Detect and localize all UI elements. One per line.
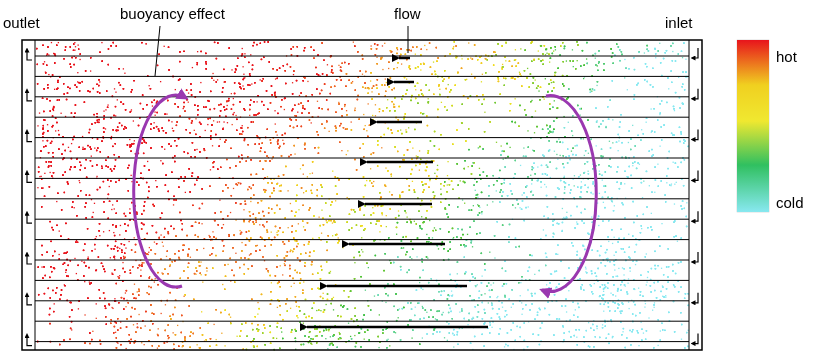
legend-text: hot	[776, 48, 797, 66]
lane-line	[35, 76, 689, 77]
outlet-arrow	[27, 50, 32, 60]
legend-text: cold	[776, 194, 804, 212]
outlet-arrow	[27, 254, 32, 264]
flow-arrow	[367, 161, 433, 164]
inlet-arrow	[693, 170, 698, 180]
lane-line	[35, 96, 689, 97]
outlet-arrow	[27, 213, 32, 223]
lane-line	[35, 321, 689, 322]
outlet-arrow	[27, 172, 32, 182]
flow-arrow	[377, 121, 422, 124]
lane-line	[35, 117, 689, 118]
outlet-arrow	[27, 91, 32, 101]
flow-arrow	[349, 243, 445, 246]
inlet-arrow	[693, 130, 698, 140]
flow-arrow	[399, 57, 410, 60]
flow-arrow	[327, 285, 467, 288]
inlet-arrow	[693, 252, 698, 262]
callout-label: flow	[394, 5, 421, 23]
outlet-arrow	[27, 295, 32, 305]
lane-line	[35, 158, 689, 159]
outlet-arrow	[27, 336, 32, 346]
outlet-arrow	[27, 132, 32, 142]
port-label: outlet	[3, 14, 40, 32]
lane-line	[35, 300, 689, 301]
flow-arrow	[394, 81, 414, 84]
lane-line	[35, 341, 689, 342]
flow-arrow	[307, 326, 488, 329]
flow-arrow	[365, 203, 432, 206]
callout-label: buoyancy effect	[120, 5, 225, 23]
lane-line	[35, 260, 689, 261]
inlet-arrow	[693, 89, 698, 99]
lane-line	[35, 56, 689, 57]
legend-swatch	[737, 165, 769, 212]
lane-line	[35, 280, 689, 281]
inlet-arrow	[693, 48, 698, 58]
lane-line	[35, 137, 689, 138]
inlet-arrow	[693, 211, 698, 221]
inlet-arrow	[693, 293, 698, 303]
legend-swatch	[737, 40, 769, 85]
port-label: inlet	[665, 14, 693, 32]
inlet-arrow	[693, 334, 698, 344]
lane-line	[35, 219, 689, 220]
